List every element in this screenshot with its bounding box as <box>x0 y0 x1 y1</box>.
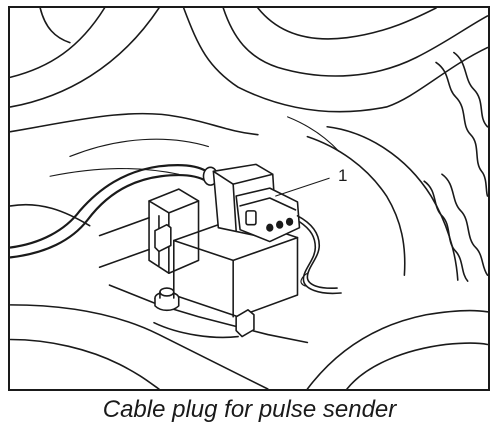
callout-leader-line <box>275 177 330 197</box>
figure-caption: Cable plug for pulse sender <box>102 396 397 423</box>
bolt <box>154 287 180 312</box>
bracket-clips <box>154 223 255 338</box>
cable-plug-connector <box>212 163 301 243</box>
figure-frame <box>8 6 490 391</box>
callout-number: 1 <box>338 166 348 185</box>
heat-shield <box>423 51 488 282</box>
engine-bay-outline <box>10 8 488 389</box>
line-drawing <box>10 8 488 389</box>
pulse-sender-wires <box>296 215 342 295</box>
